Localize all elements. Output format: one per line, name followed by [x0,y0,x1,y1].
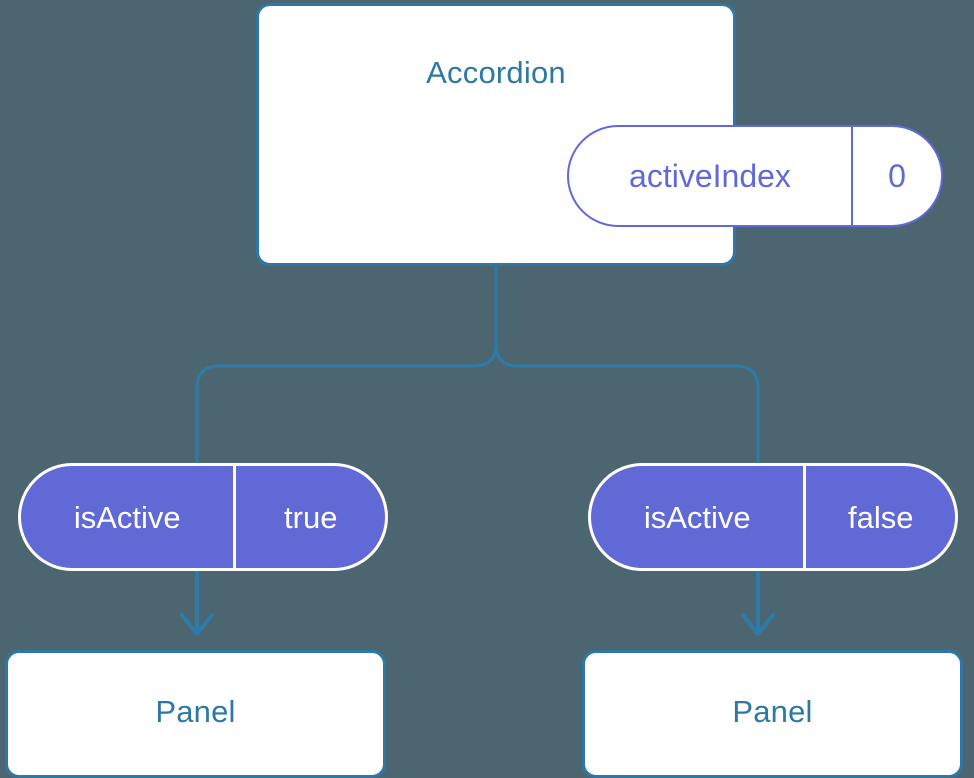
accordion-component-title: Accordion [426,55,566,90]
panel-component-title-left: Panel [155,693,236,729]
tree-connector-path-right [494,342,760,465]
panel-component-card-right[interactable]: Panel [582,650,963,778]
state-pill-active-index-key: activeIndex [629,158,791,194]
panel-component-title-right: Panel [732,693,813,729]
accordion-component-card[interactable]: Accordion activeIndex 0 [256,3,943,266]
prop-pill-is-active-right-value: false [803,466,955,568]
panel-component-card-left[interactable]: Panel [5,650,386,778]
arrow-head-left-icon [180,613,214,636]
prop-pill-is-active-right[interactable]: isActive false [588,463,958,571]
prop-pill-is-active-left[interactable]: isActive true [18,463,388,571]
state-pill-active-index-value: 0 [850,127,941,225]
tree-connector-path [195,264,498,465]
arrow-head-right-icon [741,613,775,636]
state-pill-active-index[interactable]: activeIndex 0 [567,125,943,227]
prop-pill-is-active-left-value: true [233,466,385,568]
prop-pill-is-active-left-key: isActive [73,499,181,535]
prop-pill-is-active-right-key: isActive [643,499,751,535]
